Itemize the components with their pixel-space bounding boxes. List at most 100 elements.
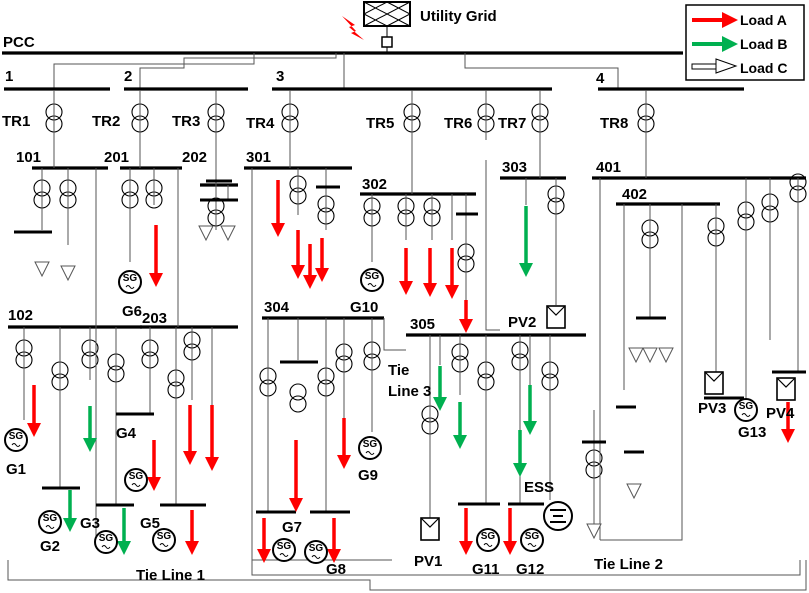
utility-grid-icon: [362, 1, 412, 52]
load-c-arrow-1: [34, 261, 50, 278]
svg-text:SG: SG: [309, 543, 324, 554]
tr6-label: TR6: [444, 115, 472, 132]
tie-line-1-label: Tie Line 1: [136, 567, 205, 584]
generator-g11-icon: SG: [476, 528, 500, 552]
bus-203-label: 203: [142, 310, 167, 327]
pv3-label: PV3: [698, 400, 726, 417]
bus-1-label: 1: [5, 68, 13, 85]
tr7-label: TR7: [498, 115, 526, 132]
bus-201-label: 201: [104, 149, 129, 166]
g2-label: G2: [40, 538, 60, 555]
loads: [27, 180, 795, 563]
load-c-arrow-5: [628, 347, 644, 364]
bus-305-label: 305: [410, 316, 435, 333]
pv4-label: PV4: [766, 405, 795, 422]
generator-g9-icon: SG: [358, 436, 382, 460]
g5-label: G5: [140, 515, 160, 532]
pv4-icon: [776, 377, 796, 401]
load-c-arrow-3: [198, 225, 214, 242]
pv3-icon: [704, 371, 724, 395]
bus-4-label: 4: [596, 70, 605, 87]
svg-text:SG: SG: [365, 271, 380, 282]
tr8-label: TR8: [600, 115, 628, 132]
load-c-arrow-4: [220, 225, 236, 242]
tr5-label: TR5: [366, 115, 394, 132]
bus-402-label: 402: [622, 186, 647, 203]
tie-line-3-label-b: Line 3: [388, 383, 431, 400]
bus-202-label: 202: [182, 149, 207, 166]
load-c-arrow-6: [642, 347, 658, 364]
generator-g6-icon: SG: [118, 270, 142, 294]
generator-g3-icon: SG: [94, 530, 118, 554]
load-c-arrow-8: [626, 483, 642, 500]
legend-load-c-arrow: [691, 58, 738, 74]
tr4-label: TR4: [246, 115, 275, 132]
svg-text:SG: SG: [43, 513, 58, 524]
svg-text:SG: SG: [277, 541, 292, 552]
g4-label: G4: [116, 425, 137, 442]
pv1-label: PV1: [414, 553, 442, 570]
small-buses: [14, 179, 806, 514]
legend-load-a-label: Load A: [740, 12, 787, 28]
svg-text:SG: SG: [525, 531, 540, 542]
pv2-icon: [546, 305, 566, 329]
g11-label: G11: [472, 561, 500, 578]
wire-segment-26: [383, 318, 406, 351]
load-c-arrow-7: [658, 347, 674, 364]
generator-g8-icon: SG: [304, 540, 328, 564]
tie-line-3-label-a: Tie: [388, 362, 409, 379]
pcc-label: PCC: [3, 34, 35, 51]
generator-g12-icon: SG: [520, 528, 544, 552]
g7-label: G7: [282, 519, 302, 536]
load-c-arrow-2: [60, 265, 76, 282]
g9-label: G9: [358, 467, 378, 484]
g13-label: G13: [738, 424, 766, 441]
bus-304-label: 304: [264, 299, 290, 316]
generators: SG SG SG SG SG SG SG SG SG SG SG SG SG: [4, 268, 758, 564]
g10-label: G10: [350, 299, 378, 316]
bus-302-label: 302: [362, 176, 387, 193]
pcc-feeders: [53, 53, 619, 88]
lightning-icon: [342, 16, 364, 40]
wire-segment-25: [485, 160, 500, 331]
svg-text:SG: SG: [157, 531, 172, 542]
transformer-icon-34: [289, 383, 307, 413]
bus-3-label: 3: [276, 68, 284, 85]
pv2-label: PV2: [508, 314, 536, 331]
ess-label: ESS: [524, 479, 554, 496]
svg-text:SG: SG: [129, 471, 144, 482]
g12-label: G12: [516, 561, 544, 578]
wire-segment-17: [251, 168, 392, 561]
generator-g4-icon: SG: [124, 468, 148, 492]
bus-301-label: 301: [246, 149, 271, 166]
wire-segment-58: [7, 560, 807, 591]
svg-text:SG: SG: [481, 531, 496, 542]
legend: Load A Load B Load C: [685, 4, 805, 81]
generator-g1-icon: SG: [4, 428, 28, 452]
network-wires: [7, 90, 807, 591]
wire-segment-32: [600, 204, 683, 541]
g6-label: G6: [122, 303, 142, 320]
tie-line-2-label: Tie Line 2: [594, 556, 663, 573]
g3-label: G3: [80, 515, 100, 532]
bus-303-label: 303: [502, 159, 527, 176]
load-c-arrow-9: [586, 523, 602, 540]
pv-units: [420, 305, 796, 541]
svg-text:SG: SG: [363, 439, 378, 450]
ess-battery-icon: [543, 501, 573, 531]
tr2-label: TR2: [92, 113, 120, 130]
generator-g5-icon: SG: [152, 528, 176, 552]
svg-text:SG: SG: [99, 533, 114, 544]
svg-text:SG: SG: [123, 273, 138, 284]
svg-text:SG: SG: [9, 431, 24, 442]
generator-g7-icon: SG: [272, 538, 296, 562]
generator-g13-icon: SG: [734, 398, 758, 422]
wire-segment-59: [251, 560, 801, 576]
bus-101-label: 101: [16, 149, 41, 166]
generator-g10-icon: SG: [360, 268, 384, 292]
svg-text:SG: SG: [739, 401, 754, 412]
tr1-label: TR1: [2, 113, 30, 130]
bus-401-label: 401: [596, 159, 621, 176]
legend-load-b-label: Load B: [740, 36, 787, 52]
